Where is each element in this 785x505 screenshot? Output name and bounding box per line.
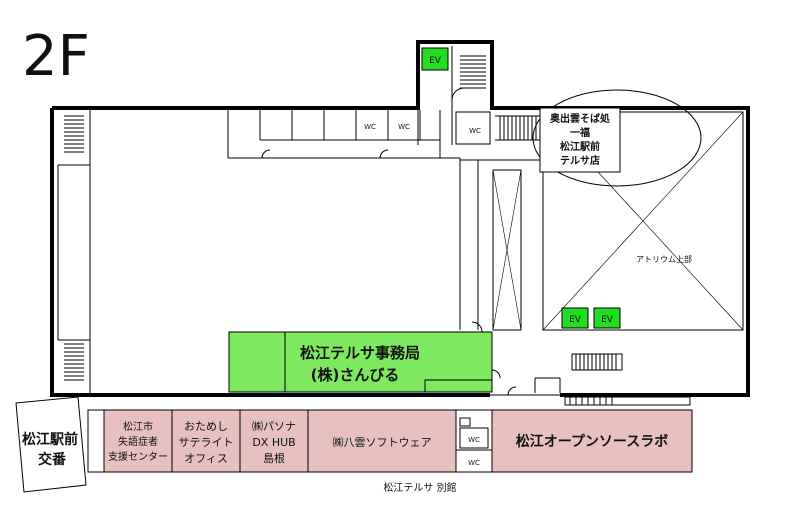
satellite-line-3: オフィス	[184, 452, 228, 465]
atrium-void	[492, 111, 744, 331]
green-office	[228, 331, 493, 393]
wc-label-annex-1: WC	[468, 436, 480, 444]
pasona-line-2: DX HUB	[252, 436, 295, 449]
soba-shop-outline	[532, 89, 702, 187]
annex-building	[87, 409, 693, 473]
wc-label-2: WC	[398, 123, 410, 131]
stairs-right-top	[495, 115, 540, 141]
koban-line-1: 松江駅前	[22, 431, 78, 448]
opensource-label: 松江オープンソースラボ	[516, 433, 668, 450]
wc-label-annex-2: WC	[468, 459, 480, 467]
ev-label-right-2: EV	[601, 315, 614, 325]
pasona-line-3: 島根	[263, 451, 285, 465]
elevator-right-2	[593, 307, 621, 329]
left-stairs	[57, 110, 91, 393]
soba-line-3: 松江駅前	[560, 140, 600, 153]
ev-core-top	[417, 46, 491, 145]
wc-label-1: WC	[364, 123, 376, 131]
office-line-2: (株)さんびる	[311, 366, 400, 384]
soba-line-4: テルサ店	[560, 154, 600, 167]
ev-label-top: EV	[429, 56, 442, 66]
elevator-right-1	[561, 307, 589, 329]
soba-shop-box	[539, 107, 621, 173]
support-line-3: 支援センター	[108, 450, 168, 463]
floor-label: 2F	[22, 24, 90, 89]
atrium-label: アトリウム上部	[636, 254, 692, 264]
satellite-line-2: サテライト	[179, 436, 234, 449]
ev-label-right-1: EV	[569, 315, 582, 325]
stairs-right-bottom	[534, 353, 691, 406]
satellite-line-1: おためし	[184, 420, 228, 433]
soba-line-1: 奥出雲そば処	[550, 112, 611, 125]
koban-box	[15, 396, 87, 493]
support-line-2: 失語症者	[118, 435, 158, 448]
yakumo-label: ㈱八雲ソフトウェア	[333, 436, 432, 449]
support-line-1: 松江市	[123, 420, 153, 433]
koban-line-2: 交番	[38, 451, 67, 468]
top-rooms	[227, 110, 540, 330]
main-building-walls	[50, 40, 750, 397]
wc-label-3: WC	[469, 127, 481, 135]
soba-line-2: 一福	[570, 126, 590, 139]
annex-caption: 松江テルサ 別館	[383, 481, 456, 494]
office-line-1: 松江テルサ事務局	[300, 344, 420, 362]
elevator-top	[421, 47, 449, 71]
pasona-line-1: ㈱パソナ	[252, 420, 296, 433]
